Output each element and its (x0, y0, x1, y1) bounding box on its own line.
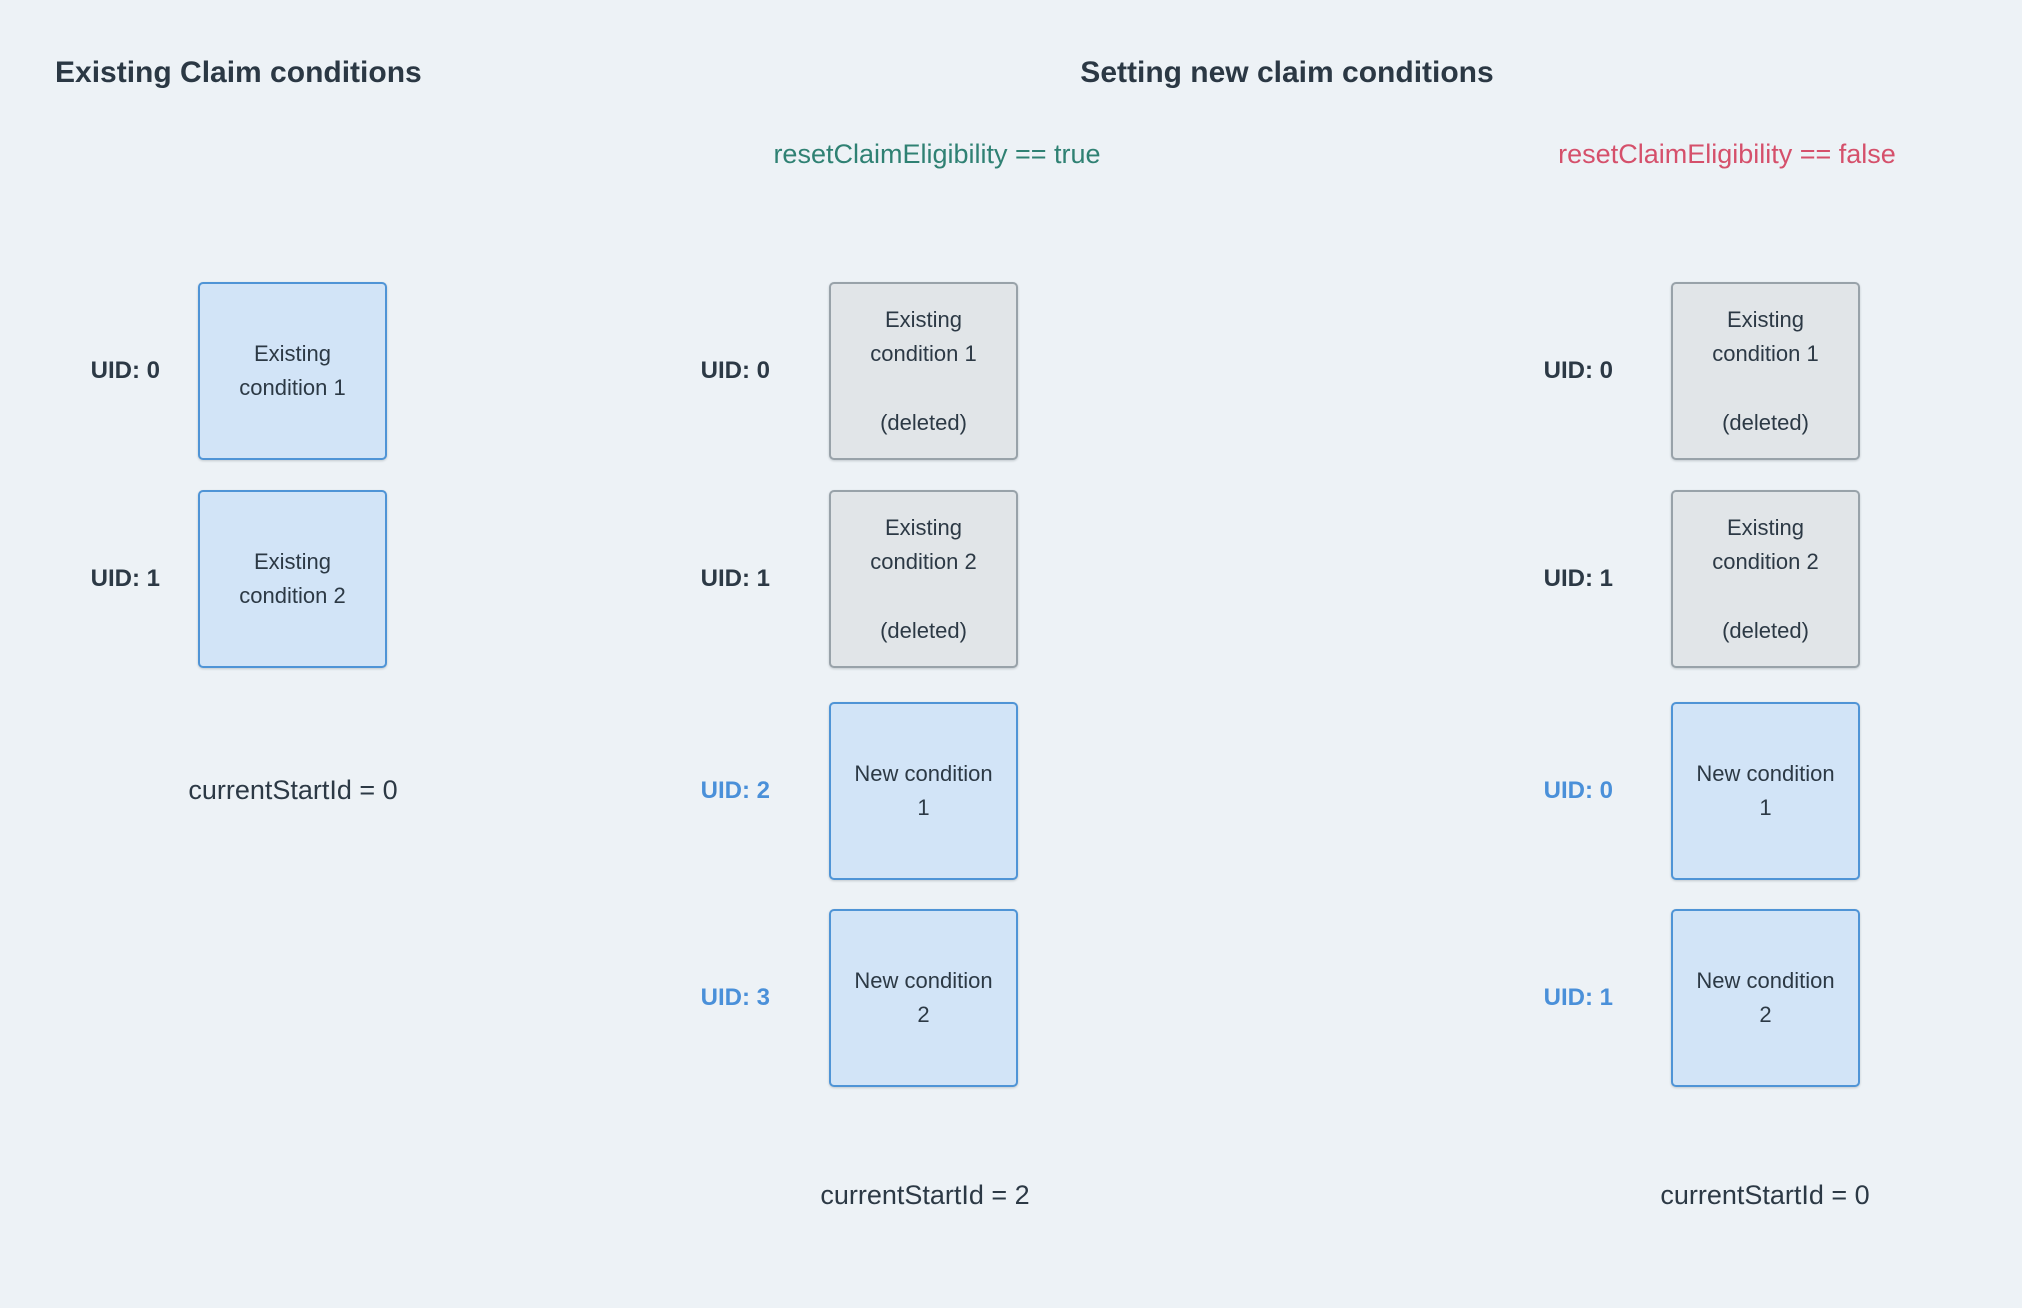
uid-label: UID: 1 (90, 565, 160, 592)
deleted-existing-condition-1-box: Existing condition 1 (deleted) (829, 282, 1018, 460)
new-condition-1-item: UID: 0 New condition 1 (1493, 702, 1860, 880)
uid-label: UID: 0 (700, 357, 770, 384)
deleted-note: (deleted) (1722, 617, 1809, 643)
reset-claim-eligibility-false-label: resetClaimEligibility == false (1558, 139, 1896, 169)
existing-condition-1-item: UID: 0 Existing condition 1 (40, 282, 387, 460)
reset-claim-eligibility-true-label: resetClaimEligibility == true (773, 139, 1101, 169)
deleted-note: (deleted) (1722, 409, 1809, 435)
deleted-existing-condition-1-item: UID: 0 Existing condition 1 (deleted) (1493, 282, 1860, 460)
new-condition-1-box: New condition 1 (1671, 702, 1860, 880)
current-start-id-reset-false: currentStartId = 0 (1660, 1180, 1870, 1210)
new-condition-2-item: UID: 3 New condition 2 (650, 909, 1018, 1087)
deleted-existing-condition-2-item: UID: 1 Existing condition 2 (deleted) (650, 490, 1018, 668)
condition-box-label: Existing condition 1 (1712, 306, 1819, 366)
condition-box-label: New condition 2 (1696, 968, 1835, 1027)
condition-box-label: Existing condition 1 (239, 341, 346, 400)
deleted-existing-condition-1-item: UID: 0 Existing condition 1 (deleted) (650, 282, 1018, 460)
deleted-note: (deleted) (880, 617, 967, 643)
deleted-existing-condition-2-item: UID: 1 Existing condition 2 (deleted) (1493, 490, 1860, 668)
uid-label: UID: 1 (700, 565, 770, 592)
setting-new-claim-conditions-title: Setting new claim conditions (1080, 56, 1494, 89)
uid-label: UID: 2 (700, 777, 770, 804)
existing-condition-2-box: Existing condition 2 (198, 490, 387, 668)
new-condition-2-box: New condition 2 (1671, 909, 1860, 1087)
new-condition-1-item: UID: 2 New condition 1 (650, 702, 1018, 880)
condition-box-label: Existing condition 2 (239, 549, 346, 608)
deleted-existing-condition-2-box: Existing condition 2 (deleted) (1671, 490, 1860, 668)
condition-box-label: New condition 1 (1696, 761, 1835, 820)
new-condition-2-box: New condition 2 (829, 909, 1018, 1087)
new-condition-1-box: New condition 1 (829, 702, 1018, 880)
uid-label: UID: 1 (1543, 565, 1613, 592)
uid-label: UID: 1 (1543, 984, 1613, 1011)
condition-box-label: Existing condition 2 (1712, 514, 1819, 574)
existing-condition-1-box: Existing condition 1 (198, 282, 387, 460)
uid-label: UID: 3 (700, 984, 770, 1011)
existing-claim-conditions-title: Existing Claim conditions (55, 56, 422, 89)
deleted-note: (deleted) (880, 409, 967, 435)
condition-box-label: Existing condition 1 (870, 306, 977, 366)
current-start-id-reset-true: currentStartId = 2 (820, 1180, 1030, 1210)
deleted-existing-condition-1-box: Existing condition 1 (deleted) (1671, 282, 1860, 460)
condition-box-label: New condition 1 (854, 761, 993, 820)
uid-label: UID: 0 (1543, 777, 1613, 804)
current-start-id-existing: currentStartId = 0 (188, 775, 398, 805)
deleted-existing-condition-2-box: Existing condition 2 (deleted) (829, 490, 1018, 668)
uid-label: UID: 0 (90, 357, 160, 384)
existing-condition-2-item: UID: 1 Existing condition 2 (40, 490, 387, 668)
uid-label: UID: 0 (1543, 357, 1613, 384)
condition-box-label: Existing condition 2 (870, 514, 977, 574)
new-condition-2-item: UID: 1 New condition 2 (1493, 909, 1860, 1087)
condition-box-label: New condition 2 (854, 968, 993, 1027)
